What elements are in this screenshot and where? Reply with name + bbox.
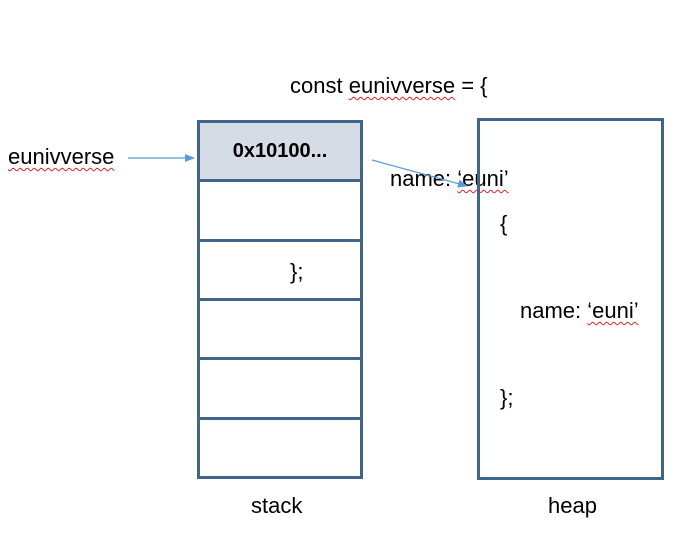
- stack-cell-empty: [200, 357, 360, 416]
- variable-name: eunivverse: [348, 73, 456, 98]
- code-line-close: };: [290, 259, 304, 284]
- stack-cell-empty: [200, 297, 360, 357]
- variable-label: eunivverse: [8, 144, 115, 169]
- heap-property: name: ‘euni’: [500, 296, 639, 325]
- stack-cell-empty: [200, 179, 360, 238]
- heap-box: { name: ‘euni’ };: [477, 118, 664, 480]
- stack-caption: stack: [251, 493, 303, 518]
- code-line-declaration: const eunivverse = {: [290, 70, 509, 101]
- stack-box: 0x10100...: [197, 120, 363, 479]
- heap-caption: heap: [548, 493, 597, 518]
- heap-open-brace: {: [500, 211, 508, 236]
- heap-close-brace: };: [500, 385, 514, 410]
- assignment-open-brace: = {: [455, 73, 488, 98]
- heap-property-key: name:: [520, 298, 588, 323]
- heap-object: { name: ‘euni’ };: [500, 151, 639, 470]
- stack-cell-empty: [200, 416, 360, 476]
- stack-cell-address: 0x10100...: [200, 123, 360, 180]
- heap-property-value: ‘euni’: [587, 298, 639, 323]
- const-keyword: const: [290, 73, 343, 98]
- property-key: name:: [390, 166, 458, 191]
- stack-cell-empty: [200, 238, 360, 298]
